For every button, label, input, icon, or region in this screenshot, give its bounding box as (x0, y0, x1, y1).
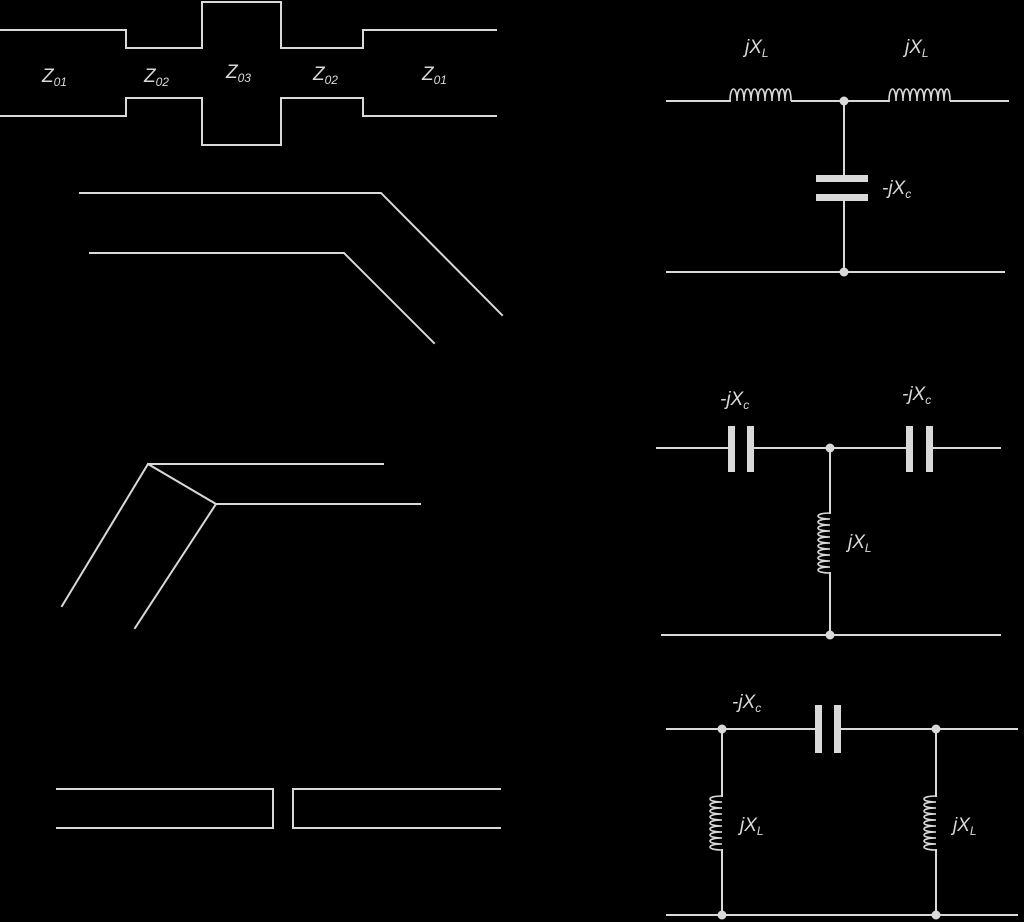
gap-right-strip (292, 788, 501, 829)
t2-left-capacitor-plate-a (728, 426, 735, 472)
pi-junction-top-right (931, 724, 941, 734)
pi-capacitor-label: -jXc (732, 692, 761, 715)
pi-network: -jXc jXL jXL (666, 692, 1018, 920)
miter-top-edge (60, 463, 384, 608)
pi-junction-bottom-right (931, 910, 941, 920)
gap-left-strip (56, 788, 274, 829)
angled-bend-line (79, 192, 504, 345)
gap-line (56, 788, 501, 829)
miter-bottom-edge (133, 503, 421, 630)
z01-right-label: Z01 (421, 64, 447, 87)
t1-junction-bottom (839, 267, 849, 277)
t-network-highpass: -jXc -jXc jXL (656, 384, 1001, 640)
t1-capacitor-plate-bottom (816, 194, 868, 201)
pi-junction-top-left (717, 724, 727, 734)
t2-right-capacitor-plate-a (906, 426, 913, 472)
t1-junction-top (839, 96, 849, 106)
t1-capacitor-plate-top (816, 175, 868, 182)
t2-junction-top (825, 443, 835, 453)
t2-right-capacitor-plate-b (926, 426, 933, 472)
stepped-line-bottom-edge (0, 97, 497, 146)
pi-capacitor-plate-a (815, 705, 822, 753)
t1-capacitor-label: -jXc (882, 178, 911, 201)
t-network-lowpass: jXL jXL -jXc (666, 37, 1009, 277)
z02-right-label: Z02 (312, 64, 338, 87)
bend-inner-edge (89, 252, 436, 345)
t1-left-inductor-icon (729, 88, 792, 102)
t2-right-capacitor-label: -jXc (902, 384, 931, 407)
bend-outer-edge (79, 192, 504, 317)
pi-capacitor-plate-b (834, 705, 841, 753)
z01-left-label: Z01 (41, 66, 67, 89)
t1-right-inductor-icon (888, 88, 951, 102)
t2-inductor-label: jXL (845, 532, 872, 555)
stepped-impedance-line: Z01 Z02 Z03 Z02 Z01 (0, 1, 497, 146)
pi-left-inductor-icon (709, 795, 723, 851)
t2-left-capacitor-plate-b (747, 426, 754, 472)
t2-left-capacitor-label: -jXc (720, 389, 749, 412)
pi-right-inductor-icon (923, 795, 937, 851)
t1-right-inductor-label: jXL (902, 37, 929, 60)
mitered-bend-line (60, 462, 421, 630)
z03-label: Z03 (225, 62, 251, 85)
pi-left-inductor-label: jXL (737, 815, 764, 838)
pi-right-inductor-label: jXL (950, 815, 977, 838)
t2-junction-bottom (825, 630, 835, 640)
stepped-line-top-edge (0, 1, 497, 49)
miter-diagonal (146, 462, 218, 506)
z02-left-label: Z02 (143, 66, 169, 89)
pi-junction-bottom-left (717, 910, 727, 920)
t2-shunt-inductor-icon (817, 512, 831, 574)
t1-left-inductor-label: jXL (742, 37, 769, 60)
